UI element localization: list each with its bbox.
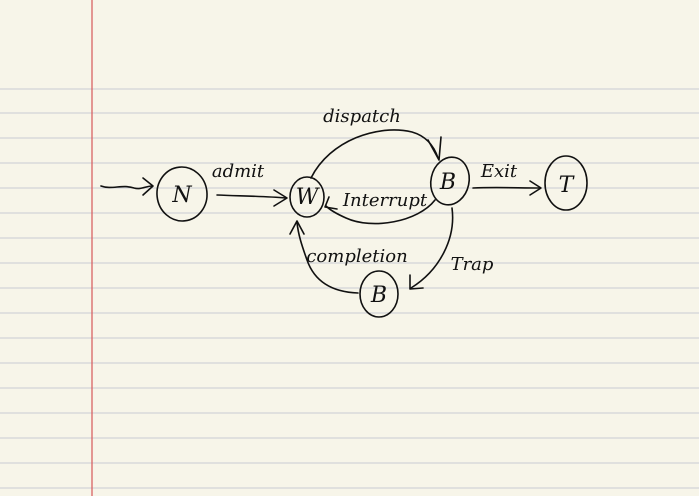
edge-admit-label: admit [212,161,265,182]
node-n: N [156,166,208,222]
node-w: W [289,176,325,218]
edge-trap-label: Trap [451,254,494,275]
node-b-running: B [429,156,471,206]
edge-dispatch: dispatch [310,106,442,179]
node-t-label: T [559,173,576,198]
edge-dispatch-label: dispatch [323,106,401,127]
node-b-blocked: B [359,270,399,318]
node-t: T [544,155,588,211]
entry-arrow [100,177,154,196]
edge-exit-label: Exit [480,161,518,182]
edge-completion: completion [289,220,408,294]
node-b-running-label: B [439,170,456,195]
edge-exit: Exit [472,161,542,196]
node-b-blocked-label: B [370,283,387,308]
edge-trap: Trap [409,207,494,290]
edge-admit: admit [212,161,288,207]
ruled-lines [0,88,699,489]
node-w-label: W [296,185,321,210]
edge-interrupt-label: Interrupt [342,190,428,211]
edge-interrupt: Interrupt [324,190,436,225]
node-n-label: N [171,183,192,208]
edge-completion-label: completion [306,246,407,267]
